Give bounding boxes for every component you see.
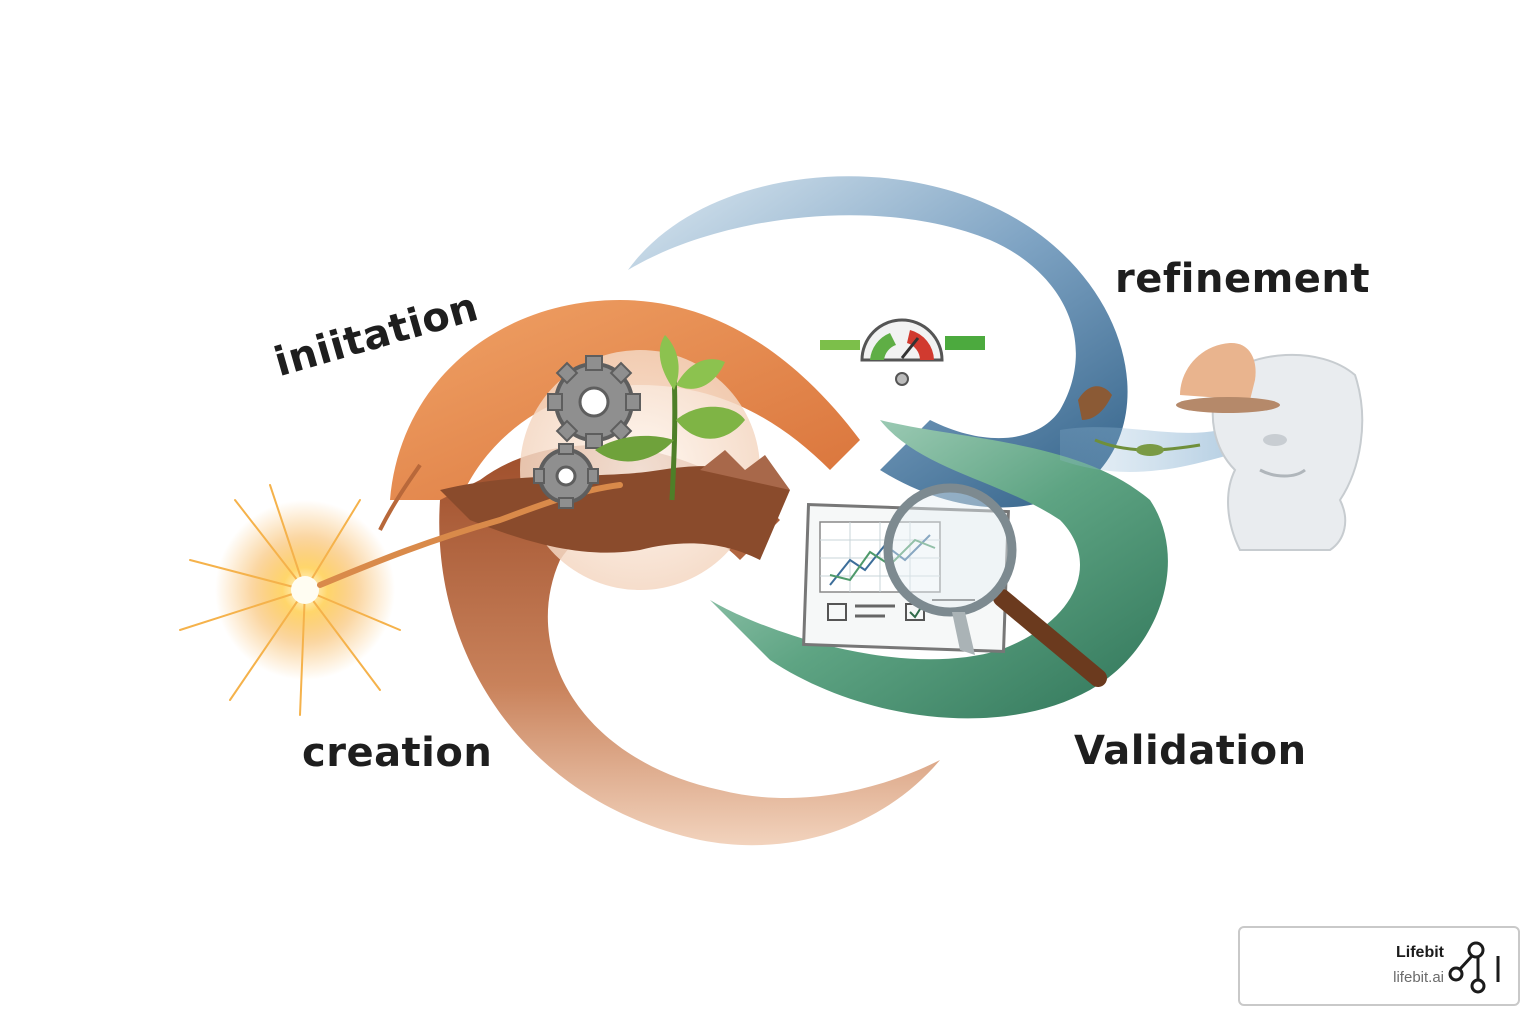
stage-label-validation: Validation (1074, 728, 1307, 774)
initiation-arc (390, 300, 860, 500)
stage-label-refinement: refinement (1115, 256, 1370, 302)
sprout-icon (595, 335, 745, 501)
gauge-icon (820, 318, 985, 386)
hand-icon (1176, 342, 1280, 413)
magnifier-icon (883, 483, 1107, 687)
gears-icon (533, 355, 641, 509)
brand-url: lifebit.ai (1393, 969, 1444, 986)
stage-label-creation: creation (302, 730, 493, 776)
lifebit-logo-icon (1448, 941, 1500, 994)
brand-watermark[interactable]: Lifebit lifebit.ai (1238, 926, 1520, 1006)
terrain (440, 466, 790, 560)
brand-name: Lifebit (1396, 944, 1444, 961)
spark-icon (179, 463, 623, 716)
